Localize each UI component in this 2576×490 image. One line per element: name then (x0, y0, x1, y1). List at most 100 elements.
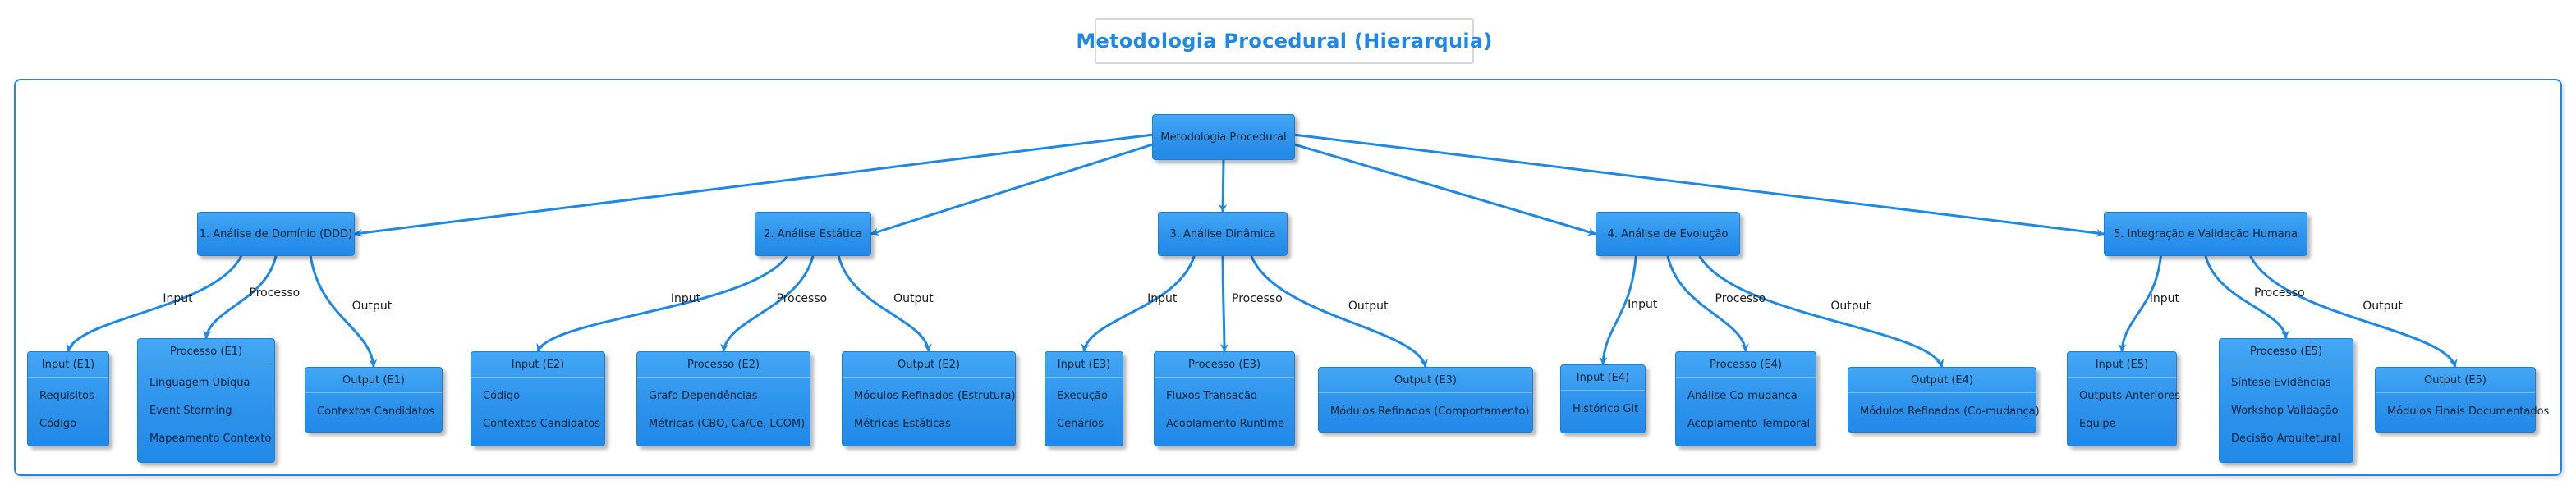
edge-phase-to-output (837, 255, 932, 352)
output-node: Output (E2)Módulos Refinados (Estrutura)… (842, 351, 1016, 446)
edge-root-to-phase (1219, 159, 1228, 213)
output-node: Output (E1) Contextos Candidatos (305, 367, 443, 433)
edge-label-process: Processo (1715, 292, 1766, 306)
input-node-title: Input (E5) (2068, 352, 2176, 378)
output-node-item: Módulos Refinados (Co-mudança) (1860, 405, 2040, 418)
edge-label-input: Input (2149, 292, 2179, 306)
process-node-item: Fluxos Transação (1166, 390, 1257, 402)
edge-phase-to-process (203, 255, 278, 339)
process-node-title: Processo (E3) (1155, 352, 1294, 378)
output-node-item: Módulos Finais Documentados (2387, 405, 2550, 418)
input-node-items: Histórico Git (1561, 391, 1645, 424)
input-node-item: Requisitos (39, 390, 94, 402)
edge-phase-to-output (309, 255, 378, 368)
process-node-title: Processo (E2) (637, 352, 810, 378)
output-node-items: Módulos Refinados (Comportamento) (1319, 393, 1532, 426)
process-node-item: Análise Co-mudança (1687, 390, 1798, 402)
output-node-items: Contextos Candidatos (305, 393, 442, 426)
edge-phase-to-output (1250, 255, 1428, 368)
process-node-item: Síntese Evidências (2231, 377, 2331, 389)
output-node-item: Módulos Refinados (Estrutura) (854, 390, 1016, 402)
phase-node-label: 4. Análise de Evolução (1607, 227, 1729, 240)
edge-label-output: Output (2362, 299, 2403, 313)
input-node-item: Código (39, 418, 77, 430)
output-node-item: Módulos Refinados (Comportamento) (1330, 405, 1530, 418)
phase-node-label: 1. Análise de Domínio (DDD) (199, 227, 353, 240)
output-node: Output (E3)Módulos Refinados (Comportame… (1318, 367, 1533, 433)
edge-root-to-phase (870, 143, 1153, 236)
edge-label-process: Processo (249, 286, 301, 300)
root-node: Metodologia Procedural (1152, 114, 1295, 160)
input-node-item: Equipe (2079, 418, 2116, 430)
phase-node: 2. Análise Estática (755, 212, 871, 256)
edge-label-input: Input (1147, 292, 1178, 306)
process-node-item: Acoplamento Temporal (1687, 418, 1811, 430)
input-node-item: Outputs Anteriores (2079, 390, 2181, 402)
process-node-title: Processo (E1) (138, 339, 274, 364)
process-node-item: Grafo Dependências (649, 390, 758, 402)
phase-node: 4. Análise de Evolução (1596, 212, 1740, 256)
output-node-title: Output (E1) (305, 368, 442, 393)
edge-phase-to-input (66, 255, 243, 352)
input-node: Input (E4) Histórico Git (1560, 364, 1646, 433)
diagram-frame (14, 79, 2562, 476)
edge-phase-to-input (1081, 255, 1196, 352)
input-node-item: Cenários (1057, 418, 1104, 430)
edge-phase-to-process (720, 255, 815, 352)
edge-phase-to-process (1666, 255, 1749, 352)
diagram-title: Metodologia Procedural (Hierarquia) (1076, 30, 1493, 53)
output-node-items: Módulos Refinados (Estrutura)Métricas Es… (843, 378, 1016, 438)
input-node-item: Código (483, 390, 521, 402)
output-node-item: Contextos Candidatos (317, 405, 434, 418)
output-node: Output (E5) Módulos Finais Documentados (2375, 367, 2550, 433)
process-node-title: Processo (E5) (2220, 339, 2353, 364)
edge-root-to-phase (1294, 143, 1596, 236)
edge-label-input: Input (163, 292, 193, 306)
phase-node: 5. Integração e Validação Humana (2104, 212, 2307, 256)
root-node-label: Metodologia Procedural (1160, 131, 1287, 144)
phase-node-label: 2. Análise Estática (764, 227, 862, 240)
input-node-item: Histórico Git (1573, 403, 1639, 415)
edge-label-output: Output (351, 299, 393, 313)
process-node-item: Métricas (CBO, Ca/Ce, LCOM) (649, 418, 806, 430)
process-node-item: Event Storming (149, 405, 232, 417)
output-node-items: Módulos Finais Documentados (2376, 393, 2550, 426)
phase-node: 1. Análise de Domínio (DDD) (197, 212, 355, 256)
output-node-title: Output (E4) (1848, 368, 2036, 393)
edge-label-input: Input (1628, 298, 1658, 312)
edge-phase-to-output (1698, 255, 1945, 368)
output-node-title: Output (E5) (2376, 368, 2535, 393)
input-node-title: Input (E4) (1561, 365, 1645, 391)
phase-node-label: 3. Análise Dinâmica (1169, 227, 1276, 240)
edge-label-output: Output (1348, 299, 1389, 313)
process-node-item: Mapeamento Contexto (149, 433, 272, 445)
edge-phase-to-process (2204, 255, 2289, 339)
input-node-title: Input (E2) (471, 352, 604, 378)
edge-phase-to-output (2249, 255, 2458, 368)
diagram-title-box: Metodologia Procedural (Hierarquia) (1076, 18, 1492, 64)
process-node-item: Workshop Validação (2231, 405, 2339, 417)
phase-node: 3. Análise Dinâmica (1158, 212, 1288, 256)
output-node: Output (E4) Módulos Refinados (Co-mudança… (1848, 367, 2040, 433)
edge-label-output: Output (1830, 299, 1871, 313)
edge-root-to-phase (354, 133, 1153, 237)
input-node-title: Input (E1) (28, 352, 108, 378)
edge-phase-to-input (536, 255, 788, 352)
edge-label-process: Processo (2254, 286, 2305, 300)
process-node-item: Acoplamento Runtime (1166, 418, 1284, 430)
edge-label-input: Input (670, 292, 701, 306)
